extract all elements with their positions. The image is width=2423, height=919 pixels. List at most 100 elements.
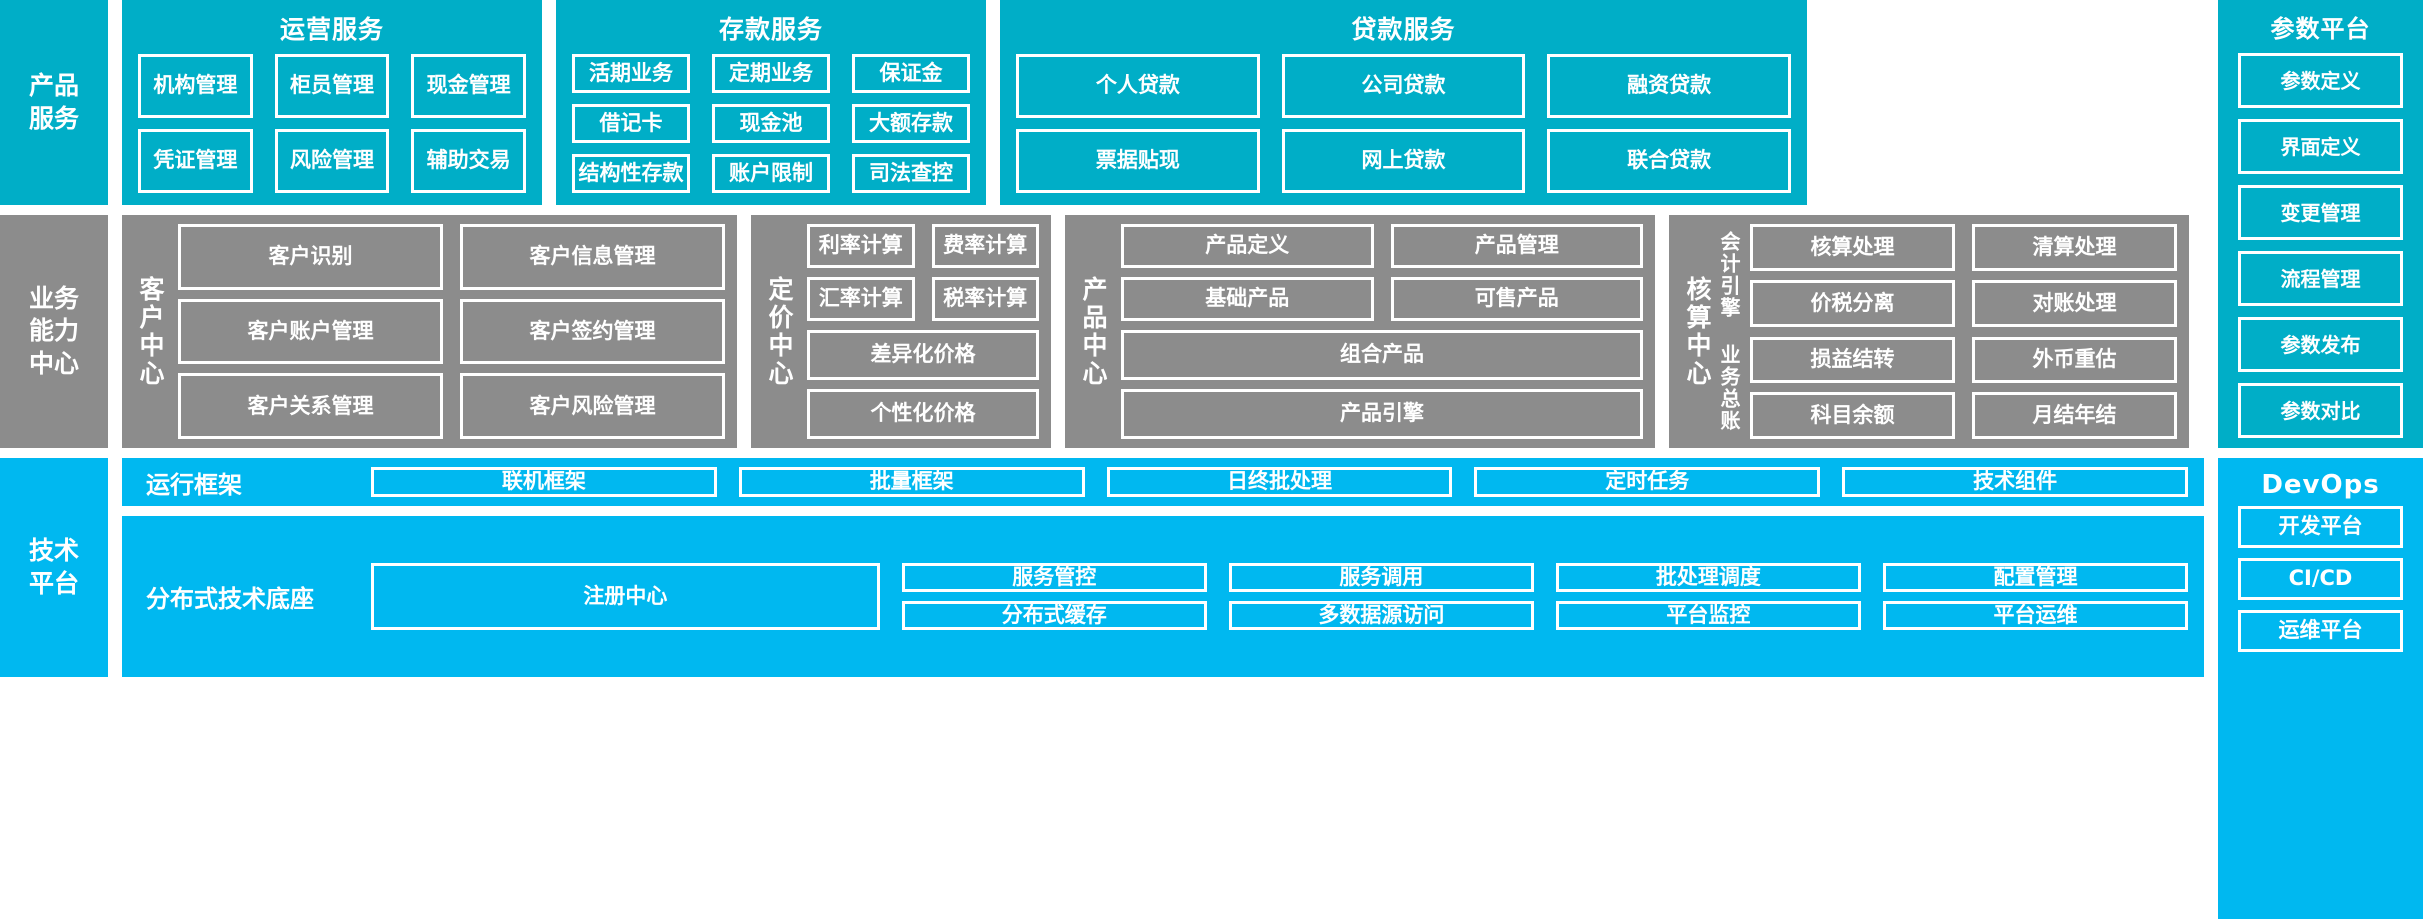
devops-item[interactable]: 开发平台: [2238, 506, 2403, 548]
capability-item[interactable]: 对账处理: [1972, 279, 2177, 327]
capability-item[interactable]: 外币重估: [1972, 336, 2177, 384]
capability-item[interactable]: 核算处理: [1750, 224, 1955, 271]
panel-title-devops: DevOps: [2261, 470, 2380, 500]
capability-item[interactable]: 基础产品: [1121, 277, 1374, 321]
service-item[interactable]: 大额存款: [852, 104, 970, 143]
service-item[interactable]: 账户限制: [712, 154, 830, 193]
capability-item[interactable]: 客户风险管理: [460, 373, 725, 440]
service-item[interactable]: 定期业务: [712, 54, 830, 93]
band-label-runtime-framework: 运行框架: [146, 470, 242, 499]
center-label-pricing: 定价中心: [765, 275, 794, 388]
product-services-layer: 产品 服务 运营服务 机构管理 柜员管理 现金管理 凭证管理 风险管理 辅助交易…: [0, 0, 2423, 205]
tech-item[interactable]: 分布式缓存: [901, 601, 1207, 631]
service-item[interactable]: 现金池: [712, 104, 830, 143]
center-accounting: 核算中心 会计引擎 业务总账 核算处理 清算处理 价税分离 对账处理: [1669, 215, 2189, 448]
parameter-item[interactable]: 参数对比: [2238, 383, 2403, 438]
service-item[interactable]: 网上贷款: [1281, 129, 1526, 193]
loan-services-grid: 个人贷款 公司贷款 融资贷款 票据贴现 网上贷款 联合贷款: [1016, 54, 1791, 193]
capability-item[interactable]: 费率计算: [931, 224, 1039, 268]
capability-item[interactable]: 汇率计算: [807, 277, 915, 321]
tech-item[interactable]: 服务管控: [901, 562, 1207, 592]
service-item[interactable]: 个人贷款: [1016, 54, 1260, 118]
center-label-accounting: 核算中心: [1683, 275, 1712, 388]
service-item[interactable]: 票据贴现: [1016, 129, 1260, 193]
devops-item[interactable]: CI/CD: [2238, 558, 2403, 600]
tech-item[interactable]: 技术组件: [1842, 467, 2188, 497]
parameter-item[interactable]: 参数发布: [2238, 317, 2403, 372]
tech-item[interactable]: 日终批处理: [1106, 467, 1453, 497]
layer-label-product-services: 产品 服务: [0, 0, 108, 205]
devops-items: 开发平台 CI/CD 运维平台: [2238, 506, 2403, 652]
center-pricing-body: 利率计算 费率计算 汇率计算 税率计算 差异化价格 个性化价格: [797, 224, 1039, 439]
tech-item[interactable]: 批量框架: [738, 467, 1085, 497]
group-loan-services: 贷款服务 个人贷款 公司贷款 融资贷款 票据贴现 网上贷款 联合贷款: [1000, 0, 1807, 205]
service-item[interactable]: 辅助交易: [411, 129, 526, 193]
service-item[interactable]: 现金管理: [411, 54, 526, 118]
service-item[interactable]: 借记卡: [572, 104, 690, 143]
service-item[interactable]: 柜员管理: [274, 54, 390, 118]
capability-item[interactable]: 科目余额: [1750, 392, 1955, 439]
group-title-operation-services: 运营服务: [279, 15, 384, 44]
service-item[interactable]: 活期业务: [572, 54, 690, 93]
service-item[interactable]: 机构管理: [138, 54, 253, 118]
layer-label-text: 产品 服务: [28, 71, 79, 133]
capability-item[interactable]: 税率计算: [931, 277, 1039, 321]
panel-title-parameter-platform: 参数平台: [2270, 15, 2371, 43]
capability-item-wide[interactable]: 个性化价格: [807, 389, 1039, 439]
band-runtime-framework: 运行框架 联机框架 批量框架 日终批处理 定时任务 技术组件: [122, 458, 2204, 506]
service-item[interactable]: 凭证管理: [138, 129, 253, 193]
tech-item[interactable]: 定时任务: [1474, 467, 1821, 497]
tech-item[interactable]: 批处理调度: [1555, 562, 1861, 592]
distributed-base-grid: 服务管控 服务调用 批处理调度 配置管理 分布式缓存 多数据源访问 平台监控 平…: [901, 562, 2188, 631]
devops-item[interactable]: 运维平台: [2238, 610, 2403, 652]
capability-item-wide[interactable]: 产品引擎: [1121, 389, 1643, 439]
accounting-items: 核算处理 清算处理 价税分离 对账处理 损益结转 外币重估 科目余额 月结年结: [1750, 224, 2177, 439]
service-item[interactable]: 保证金: [852, 54, 970, 93]
tech-item[interactable]: 多数据源访问: [1228, 601, 1534, 631]
capability-item[interactable]: 损益结转: [1750, 336, 1955, 384]
capability-item[interactable]: 产品定义: [1121, 224, 1374, 268]
subgroup-label-general-ledger: 业务总账: [1717, 343, 1741, 432]
parameter-item[interactable]: 变更管理: [2238, 185, 2403, 240]
group-title-deposit-services: 存款服务: [718, 15, 823, 44]
service-item[interactable]: 融资贷款: [1547, 54, 1791, 118]
operation-services-grid: 机构管理 柜员管理 现金管理 凭证管理 风险管理 辅助交易: [138, 54, 526, 193]
tech-item[interactable]: 平台监控: [1555, 601, 1861, 631]
service-item[interactable]: 公司贷款: [1281, 54, 1526, 118]
service-item[interactable]: 联合贷款: [1547, 129, 1791, 193]
capability-item[interactable]: 客户账户管理: [178, 298, 443, 365]
tech-item[interactable]: 联机框架: [371, 467, 717, 497]
subgroup-label-accounting-engine: 会计引擎: [1717, 231, 1741, 320]
tech-item-registry[interactable]: 注册中心: [371, 562, 880, 631]
accounting-engine-grid: 核算处理 清算处理 价税分离 对账处理: [1750, 224, 2177, 327]
capability-item-wide[interactable]: 组合产品: [1121, 330, 1643, 380]
tech-item[interactable]: 配置管理: [1882, 562, 2188, 592]
capability-item[interactable]: 客户识别: [178, 224, 443, 290]
center-row: 客户识别 客户信息管理: [178, 224, 725, 290]
capability-item[interactable]: 价税分离: [1750, 279, 1955, 327]
tech-item[interactable]: 服务调用: [1228, 562, 1534, 592]
service-item[interactable]: 司法查控: [852, 154, 970, 193]
capability-item[interactable]: 产品管理: [1390, 224, 1643, 268]
service-item[interactable]: 结构性存款: [572, 154, 690, 193]
tech-item[interactable]: 平台运维: [1882, 601, 2188, 631]
parameter-item[interactable]: 参数定义: [2238, 53, 2403, 108]
capability-item[interactable]: 客户信息管理: [460, 224, 725, 290]
center-accounting-body: 会计引擎 业务总账 核算处理 清算处理 价税分离 对账处理 损益结转: [1715, 224, 2177, 439]
capability-item-wide[interactable]: 差异化价格: [807, 330, 1039, 380]
business-capability-layer: 业务 能力 中心 客户中心 客户识别 客户信息管理 客户账户管理 客户签约管理 …: [0, 215, 2423, 448]
parameter-item[interactable]: 流程管理: [2238, 251, 2403, 306]
parameter-platform-items: 参数定义 界面定义 变更管理 流程管理 参数发布 参数对比: [2238, 53, 2403, 438]
service-item[interactable]: 风险管理: [274, 129, 390, 193]
parameter-item[interactable]: 界面定义: [2238, 119, 2403, 174]
capability-item[interactable]: 清算处理: [1972, 224, 2177, 271]
capability-item[interactable]: 客户签约管理: [460, 298, 725, 365]
center-label-product: 产品中心: [1079, 275, 1108, 388]
capability-item[interactable]: 利率计算: [807, 224, 915, 268]
capability-item[interactable]: 可售产品: [1390, 277, 1643, 321]
capability-item[interactable]: 月结年结: [1972, 392, 2177, 439]
center-row: 利率计算 费率计算: [807, 224, 1039, 268]
capability-item[interactable]: 客户关系管理: [178, 373, 443, 440]
group-deposit-services: 存款服务 活期业务 定期业务 保证金 借记卡 现金池 大额存款 结构性存款 账户…: [556, 0, 986, 205]
layer-label-technical-platform: 技术 平台: [0, 458, 108, 677]
